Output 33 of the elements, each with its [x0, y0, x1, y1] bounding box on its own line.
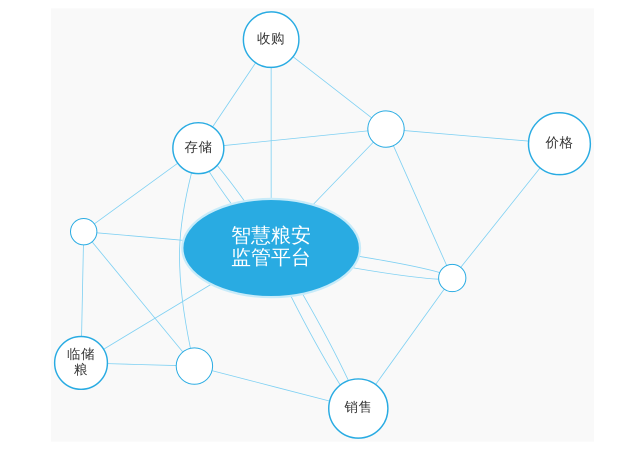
node-circle: 收购 [242, 11, 300, 68]
connector [460, 168, 540, 268]
connector [352, 267, 438, 280]
node-circle [366, 110, 404, 148]
connector [91, 242, 183, 352]
connector [94, 162, 178, 224]
connector [208, 170, 232, 205]
connector [102, 284, 212, 350]
connector [302, 293, 348, 381]
connector [216, 165, 244, 202]
connector [403, 130, 528, 142]
node-circle: 临储粮 [53, 336, 108, 390]
connector [290, 295, 340, 386]
node-circle: 销售 [328, 378, 388, 439]
node-circle [175, 347, 213, 385]
node-circle [438, 264, 466, 292]
node-circle: 价格 [527, 112, 591, 176]
connector [358, 256, 440, 273]
connector [212, 62, 256, 128]
node-ellipse: 智慧粮安监管平台 [180, 198, 361, 298]
connector [222, 130, 368, 146]
connector [96, 232, 184, 241]
connector [292, 56, 372, 118]
connector [374, 288, 444, 385]
connector [80, 244, 84, 337]
connector [270, 67, 272, 200]
connector [178, 172, 192, 349]
node-circle: 存储 [172, 122, 224, 174]
connector [106, 363, 176, 366]
connector [312, 142, 374, 206]
node-circle [70, 218, 97, 246]
connector [392, 145, 447, 266]
connector [212, 370, 330, 402]
